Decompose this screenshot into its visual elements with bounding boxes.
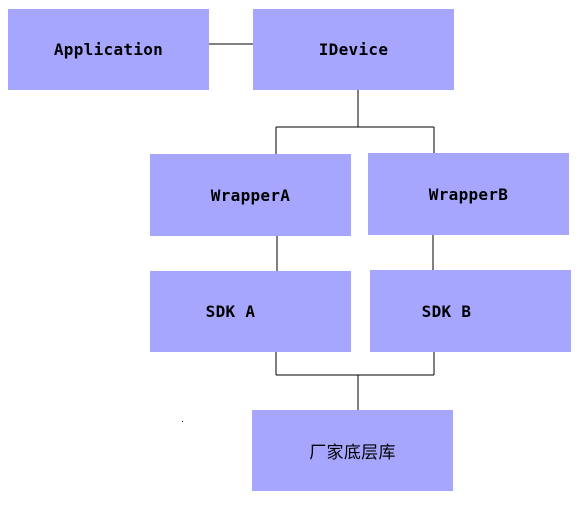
node-wrapper-a-label: WrapperA [210,185,291,205]
node-application-label: Application [53,40,164,59]
node-sdk-a: SDK A [150,271,351,352]
node-idevice-label: IDevice [318,40,389,59]
node-sdk-a-label: SDK A [205,302,256,321]
node-wrapper-b: WrapperB [368,153,569,235]
stray-dot [182,421,183,422]
node-sdk-b: SDK B [370,270,571,352]
node-application: Application [8,9,209,90]
node-idevice: IDevice [253,9,454,90]
node-vendor-lib: 厂家底层库 [252,410,453,491]
node-vendor-lib-label: 厂家底层库 [309,443,396,463]
node-wrapper-a: WrapperA [150,154,351,236]
node-sdk-b-label: SDK B [421,301,472,321]
node-wrapper-b-label: WrapperB [428,184,509,204]
